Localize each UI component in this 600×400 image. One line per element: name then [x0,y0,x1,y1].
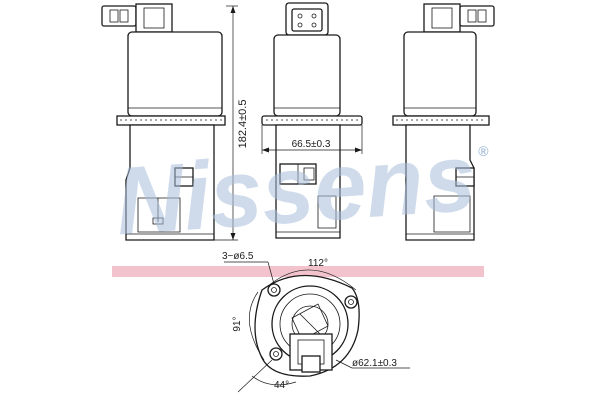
side-view-left [101,3,238,241]
watermark-stripe [112,266,484,277]
flange-bottom-view [224,261,410,393]
front-view-center [261,2,363,239]
dim-angle-left-label: 91° [232,316,243,331]
side-view-right [392,3,495,241]
dim-height-label: 182.4±0.5 [237,100,249,149]
dim-angle-top-label: 112° [308,258,328,269]
dim-holes-label: 3−ø6.5 [222,251,254,262]
dim-diameter-label: ø62.1±0.3 [352,358,397,369]
dim-angle-bottom-label: 44° [274,380,289,391]
watermark-logo: Nissens [112,124,479,256]
watermark-registered-mark: ® [478,143,489,159]
dim-flange-width-label: 66.5±0.3 [292,139,331,150]
